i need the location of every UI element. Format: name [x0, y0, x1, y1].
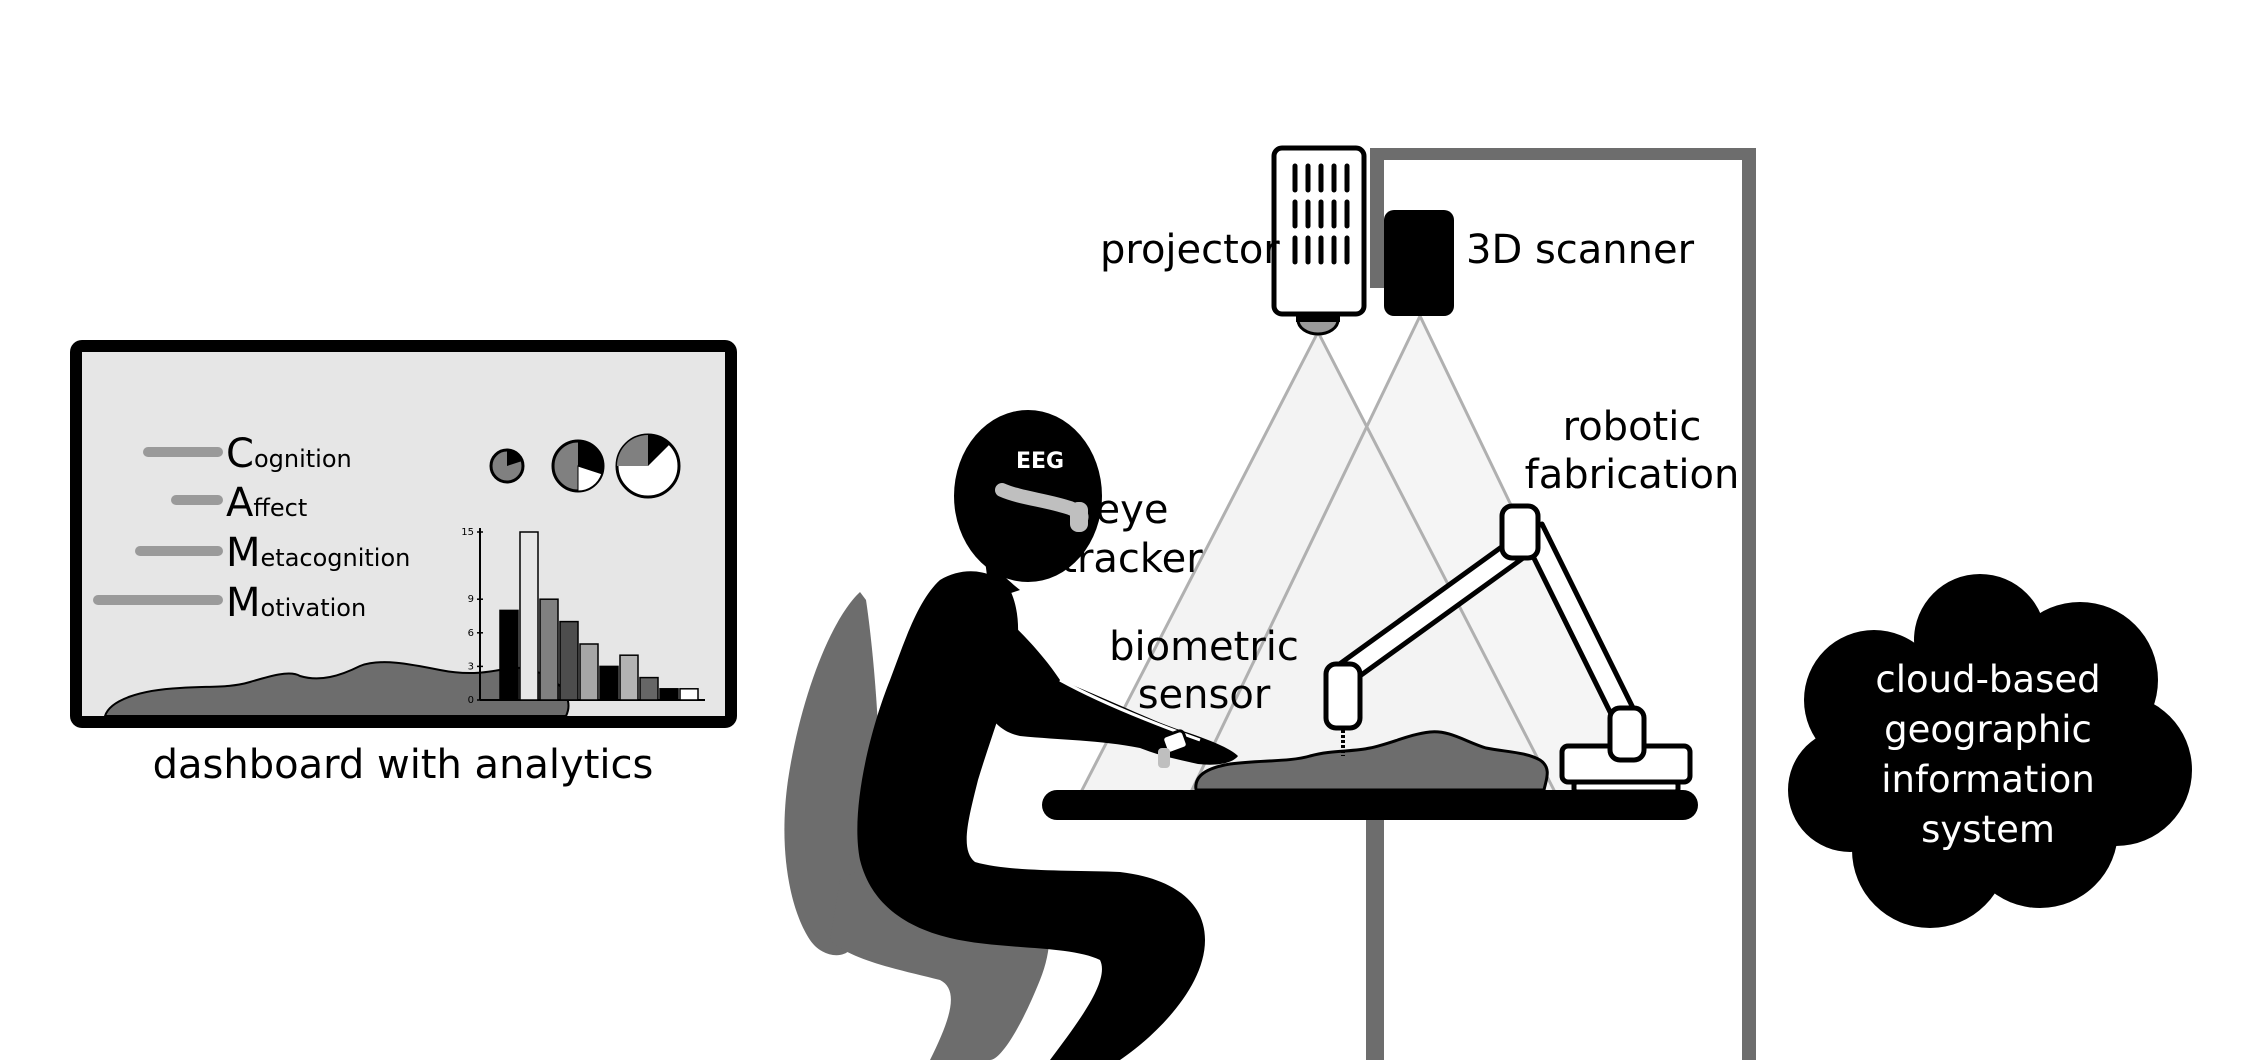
scanner-beam-left [1188, 315, 1422, 795]
metric-label-cognition: Cognition [226, 431, 352, 477]
biometric-sensor-strap [1158, 748, 1170, 768]
metric-label-metacognition: Metacognition [226, 530, 410, 576]
eeg-label: EEG [1016, 449, 1064, 474]
biometric-sensor-band [1161, 729, 1189, 755]
table-top [1042, 790, 1698, 820]
metric-list: Cognition Affect Metacognition Motivatio… [93, 431, 410, 626]
projector-label: projector [1100, 227, 1280, 273]
bar [539, 598, 559, 701]
gantry-frame [1370, 148, 1756, 1060]
metric-label-motivation: Motivation [226, 580, 366, 626]
robot-elbow-joint [1499, 503, 1541, 561]
pie-slice [507, 449, 523, 466]
robotic-arm [1323, 503, 1693, 795]
bar [639, 676, 659, 701]
metric-label-affect: Affect [226, 480, 307, 526]
bar [679, 688, 699, 701]
pie-charts [489, 433, 681, 499]
robot-wrist-joint [1323, 661, 1363, 731]
gantry-left-post [1370, 148, 1384, 288]
table-leg [1366, 820, 1384, 1060]
bar [519, 531, 539, 701]
cloud-line-2: geographic [1884, 708, 2092, 751]
bar [559, 620, 579, 701]
bar-chart-tick-label: 15 [461, 527, 474, 538]
monitor-screen [82, 352, 725, 716]
bar [599, 665, 619, 701]
eye-label: eye [1096, 487, 1169, 533]
bar [619, 654, 639, 701]
person-arm [978, 600, 1238, 765]
gantry-right-post [1742, 148, 1756, 1060]
tracker-label: tracker [1061, 536, 1203, 582]
scanner-body [1384, 210, 1454, 316]
person-body [857, 571, 1205, 1060]
bar [579, 643, 599, 701]
chair-back [784, 592, 880, 956]
dashboard-monitor: Cognition Affect Metacognition Motivatio… [70, 340, 737, 728]
scanner-beam-fill [1190, 316, 1650, 794]
gantry-top-bar [1370, 148, 1756, 160]
cloud-line-3: information [1881, 758, 2095, 801]
projector-lens [1296, 318, 1340, 336]
eye-tracker-lens [1070, 502, 1088, 532]
fabrication-label: fabrication [1525, 452, 1740, 498]
biometric-label: biometric [1109, 624, 1299, 670]
bar-chart-tick-label: 3 [468, 661, 474, 672]
cloud-gis [1788, 574, 2192, 928]
projector-vents [1292, 163, 1350, 265]
bar-chart: 0 3 6 9 15 [461, 527, 705, 706]
cloud-line-1: cloud-based [1875, 658, 2100, 701]
projector-mount [1296, 312, 1340, 322]
scanner-label: 3D scanner [1466, 227, 1695, 273]
bar [499, 609, 519, 701]
robot-base-top [1571, 779, 1681, 795]
pie-slice [578, 441, 604, 474]
projector [1271, 145, 1367, 336]
robot-base-joint [1607, 705, 1647, 763]
bar [659, 688, 679, 701]
pie-slice [617, 435, 648, 466]
pie-slice [648, 435, 670, 466]
pie-slice [577, 465, 603, 492]
bar-chart-tick-label: 9 [468, 594, 474, 605]
dashboard-caption: dashboard with analytics [153, 742, 654, 788]
person-neck [985, 560, 1020, 600]
robotic-label: robotic [1563, 404, 1702, 450]
terrain-model [1194, 730, 1549, 792]
bar-chart-tick-label: 0 [468, 695, 474, 706]
cloud-line-4: system [1921, 808, 2055, 851]
sensor-label: sensor [1138, 672, 1271, 718]
bar-chart-tick-label: 6 [468, 628, 474, 639]
projector-beam-right [1316, 331, 1558, 795]
